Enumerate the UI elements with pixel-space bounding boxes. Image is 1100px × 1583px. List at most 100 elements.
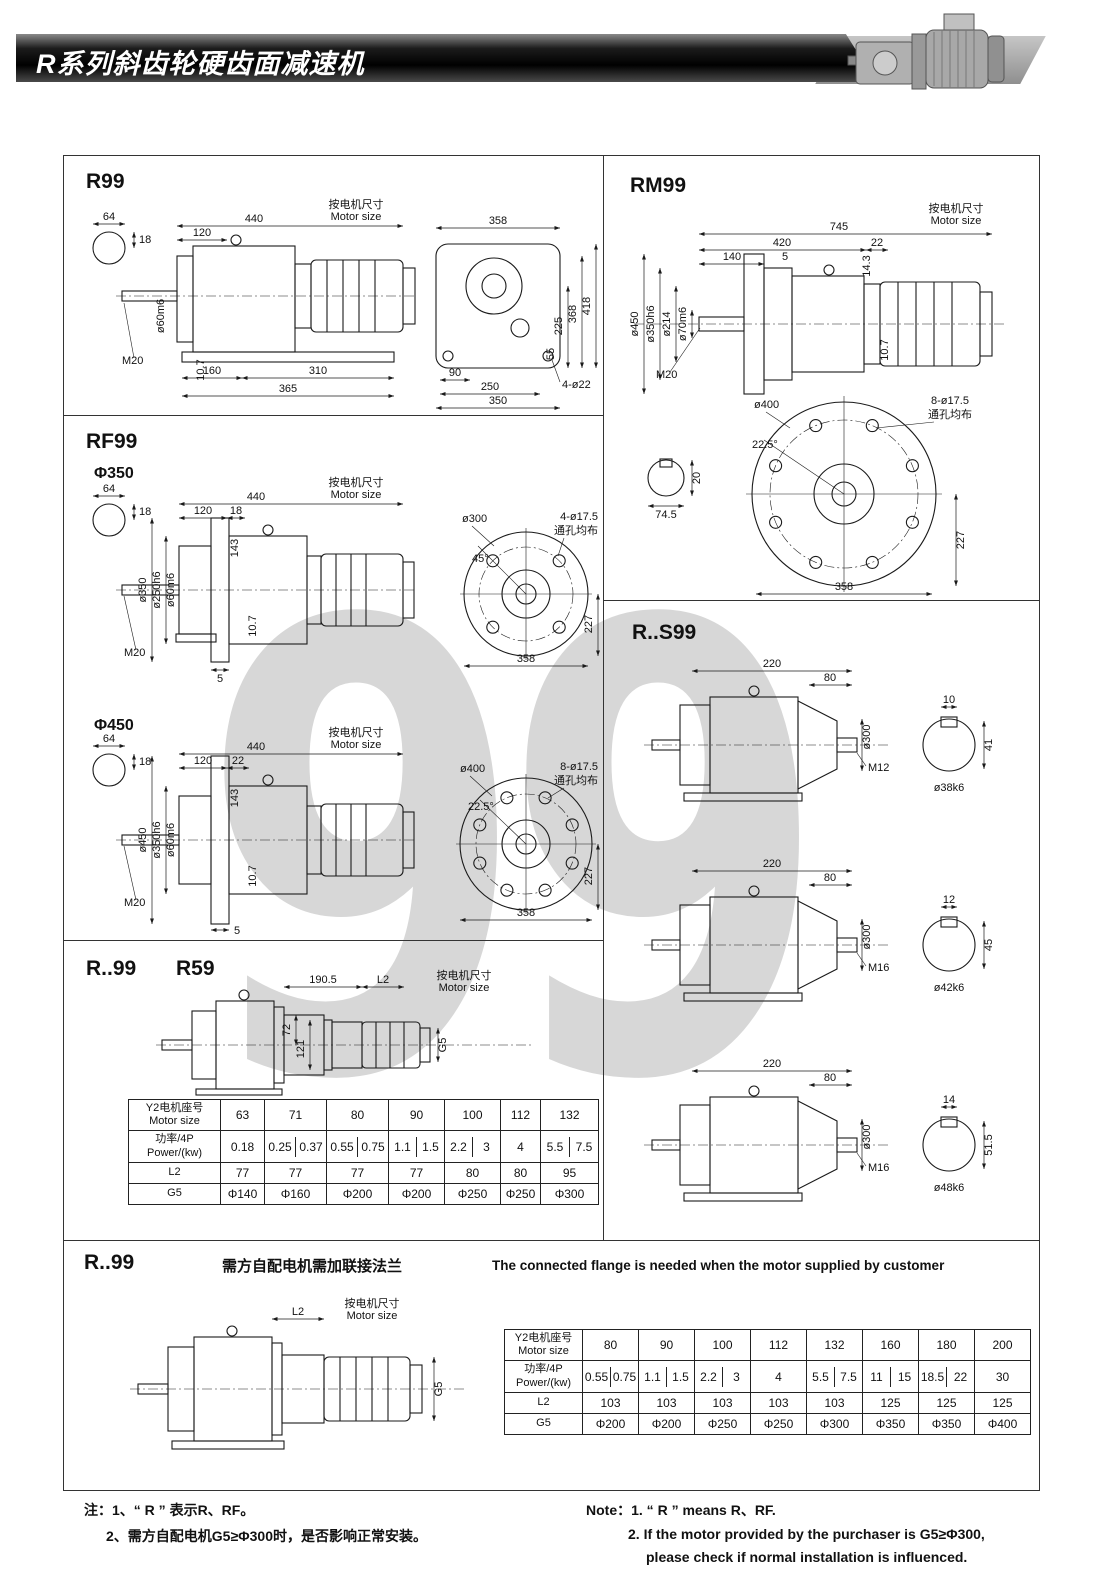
- rm99-drawing: RM99 745 按电机尺寸 Motor size 420: [629, 174, 1004, 597]
- cell: 63: [220, 1098, 265, 1132]
- rflange-drawing: L2 按电机尺寸 Motor size G5: [130, 1296, 464, 1450]
- note-en-1: Note：1. “ R ” means R、RF.: [586, 1502, 776, 1518]
- dim-label: 368: [567, 305, 579, 323]
- cell: 90: [388, 1098, 445, 1132]
- dim-label: 18: [230, 505, 242, 517]
- panel-rflange: R..99 需方自配电机需加联接法兰 The connected flange …: [63, 1240, 1040, 1491]
- dim-label: 140: [723, 251, 741, 263]
- watermark-99: 99: [200, 493, 829, 1216]
- dim-label: ø60m6: [165, 823, 177, 857]
- dim-label: ø214: [661, 311, 673, 336]
- note-en-3: please check if normal installation is i…: [646, 1549, 968, 1565]
- panel-rs99: R..S99 220 80 ø300 M12: [603, 600, 1040, 1241]
- r59-row-g5: G5 Φ140 Φ160 Φ200 Φ200 Φ250 Φ250 Φ300: [128, 1182, 599, 1205]
- motor-size-en: Motor size: [331, 489, 382, 501]
- rf99-350-side-view: 64 18 440 按电机尺寸 Motor size 120: [92, 475, 416, 685]
- dim-label: 220: [763, 1058, 781, 1070]
- panel-rm99: RM99 745 按电机尺寸 Motor size 420: [603, 155, 1040, 601]
- motor-size-en: Motor size: [439, 982, 490, 994]
- dim-label: 120: [194, 505, 212, 517]
- page-title: R系列斜齿轮硬齿面减速机: [36, 49, 365, 79]
- dim-label: 74.5: [655, 509, 676, 521]
- r59-row-l2: L2 77 77 77 77 80 80 95: [128, 1161, 599, 1184]
- dim-label: 18: [139, 756, 151, 768]
- cell-header: L2: [504, 1391, 583, 1414]
- cell: Φ200: [582, 1412, 639, 1435]
- dim-label: 365: [279, 383, 297, 395]
- dim-label: 12: [943, 894, 955, 906]
- dim-label: 10.7: [247, 865, 259, 886]
- cell: 71: [264, 1098, 327, 1132]
- motor-size-cn: 按电机尺寸: [345, 1296, 400, 1310]
- dim-label: ø300: [861, 924, 873, 949]
- rm99-flange-view: ø400 8-ø17.5 通孔均布 22.5° 227 358: [746, 395, 972, 597]
- dim-label: 220: [763, 658, 781, 670]
- dim-label: ø42k6: [934, 982, 965, 994]
- dim-label: M20: [122, 355, 143, 367]
- dim-label: 120: [194, 755, 212, 767]
- holes-even-label: 通孔均布: [928, 408, 972, 421]
- dim-label: 10.7: [195, 359, 207, 380]
- motor-size-en: Motor size: [331, 211, 382, 223]
- dim-label: ø70m6: [677, 307, 689, 341]
- cell: 180: [918, 1328, 975, 1362]
- dim-label: 227: [955, 531, 967, 549]
- dim-label: 4-ø17.5: [560, 511, 598, 523]
- cell: 100: [694, 1328, 751, 1362]
- dim-label: ø300: [462, 513, 487, 525]
- panel-r59: R..99 R59 190.5 L2 按电机尺寸 Motor size 72 1…: [63, 940, 604, 1241]
- dim-label: 358: [835, 581, 853, 593]
- motor-size-cn: 按电机尺寸: [329, 725, 384, 739]
- cell: 0.18: [220, 1130, 265, 1163]
- rf99-sub350: Φ350: [94, 465, 134, 482]
- dim-label: 18: [139, 506, 151, 518]
- dim-label: 8-ø17.5: [560, 761, 598, 773]
- rflange-row-l2: L2 103 103 103 103 103 125 125 125: [504, 1391, 1031, 1414]
- motor-size-cn: 按电机尺寸: [929, 201, 984, 215]
- cell-header: L2: [128, 1161, 221, 1184]
- dim-label: M20: [124, 897, 145, 909]
- rs99-row-3: 220 80 ø300 M16 14 51.5: [644, 1058, 995, 1202]
- dim-label: 358: [489, 215, 507, 227]
- dim-label: 227: [583, 867, 595, 885]
- cell: 4: [750, 1360, 807, 1393]
- dim-label: 80: [824, 872, 836, 884]
- dim-label: 745: [830, 221, 848, 233]
- holes-even-label: 通孔均布: [554, 524, 598, 537]
- dim-label: M20: [124, 647, 145, 659]
- dim-label: 41: [983, 739, 995, 751]
- rf99-drawing: RF99 Φ350 64 18 440 按电机尺寸: [86, 430, 601, 937]
- panel-rf99: RF99 Φ350 64 18 440 按电机尺寸: [63, 415, 604, 941]
- cell: 95: [540, 1161, 599, 1184]
- holes-even-label: 通孔均布: [554, 774, 598, 787]
- cell: 125: [862, 1391, 919, 1414]
- dim-label: 55: [545, 348, 557, 360]
- cell: Φ350: [918, 1412, 975, 1435]
- dim-label: 358: [517, 653, 535, 665]
- r99-shaft-end-view: 64 18: [92, 211, 151, 265]
- dim-label: M12: [868, 762, 889, 774]
- dim-label: G5: [433, 1382, 445, 1397]
- r59-title-a: R..99: [86, 957, 136, 980]
- dim-label: ø400: [460, 763, 485, 775]
- dim-label: ø350: [137, 577, 149, 602]
- rs99-row-2: 220 80 ø300 M16 12 45: [644, 858, 995, 1002]
- dim-label: L2: [377, 974, 389, 986]
- dim-label: 4-ø22: [562, 379, 591, 391]
- dim-label: 418: [581, 297, 593, 315]
- cell: 103: [750, 1391, 807, 1414]
- motor-size-en: Motor size: [347, 1310, 398, 1322]
- dim-label: 250: [481, 381, 499, 393]
- dim-label: ø450: [629, 311, 641, 336]
- cell: 100: [444, 1098, 501, 1132]
